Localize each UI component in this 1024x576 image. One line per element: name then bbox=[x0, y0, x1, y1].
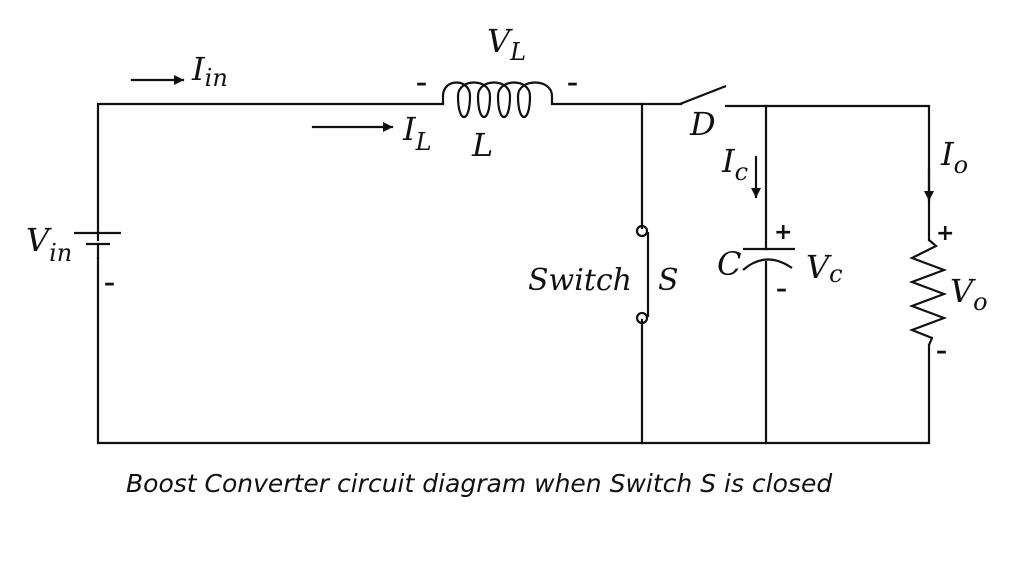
ic-label: Ic bbox=[721, 142, 748, 186]
diode-blade-icon bbox=[679, 84, 727, 106]
wire-bottom bbox=[96, 256, 931, 445]
battery-source bbox=[74, 231, 121, 260]
iin-label: Iin bbox=[191, 50, 228, 92]
vin-minus-sign: – bbox=[104, 271, 115, 296]
io-label: Io bbox=[940, 135, 968, 179]
il-label: IL bbox=[402, 110, 432, 156]
vo-plus-sign: + bbox=[936, 221, 954, 246]
vo-minus-sign: – bbox=[936, 339, 947, 364]
cap-minus-sign: – bbox=[776, 277, 787, 302]
capacitor-label: C bbox=[717, 245, 741, 283]
inductor-coil-icon bbox=[441, 81, 554, 118]
inductor-right-sign: – bbox=[567, 71, 578, 96]
capacitor bbox=[742, 247, 795, 271]
wires bbox=[96, 102, 931, 445]
inductor-label: L bbox=[471, 126, 493, 164]
diagram-caption: Boost Converter circuit diagram when Swi… bbox=[126, 469, 832, 498]
switch-top-terminal bbox=[635, 224, 649, 238]
switch-bottom-terminal bbox=[635, 311, 649, 325]
inductor-left-sign: – bbox=[416, 71, 427, 96]
switch-symbol: S bbox=[658, 263, 679, 298]
resistor-icon bbox=[908, 239, 948, 346]
capacitor-plate-curved bbox=[742, 258, 793, 271]
vc-label: Vc bbox=[806, 248, 843, 288]
vin-label: Vin bbox=[26, 221, 72, 267]
vo-label: Vo bbox=[950, 272, 988, 316]
vl-label: VL bbox=[487, 22, 526, 66]
cap-plus-sign: + bbox=[774, 220, 792, 245]
wire-top-left bbox=[96, 102, 445, 242]
switch-s bbox=[635, 224, 650, 325]
diode-label: D bbox=[689, 105, 716, 143]
switch-label: Switch bbox=[528, 263, 632, 298]
